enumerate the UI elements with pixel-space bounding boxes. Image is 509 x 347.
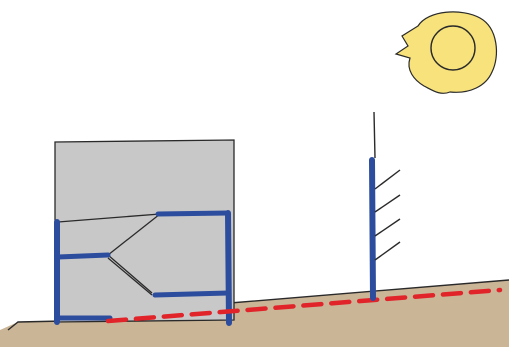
lower-slab <box>152 290 231 298</box>
pole-hatch-lines <box>374 169 401 261</box>
red-dashed-line <box>105 287 503 324</box>
sun-disc <box>430 25 476 71</box>
sun-icon <box>394 11 498 94</box>
building-interior-lines <box>57 213 161 296</box>
right-wall <box>225 210 232 326</box>
ground <box>0 280 509 347</box>
pole <box>369 157 376 301</box>
pole-top <box>373 111 376 159</box>
building-floors <box>55 210 231 321</box>
upper-slab <box>155 210 231 217</box>
building-walls <box>54 210 232 326</box>
middle-slab <box>55 252 111 260</box>
